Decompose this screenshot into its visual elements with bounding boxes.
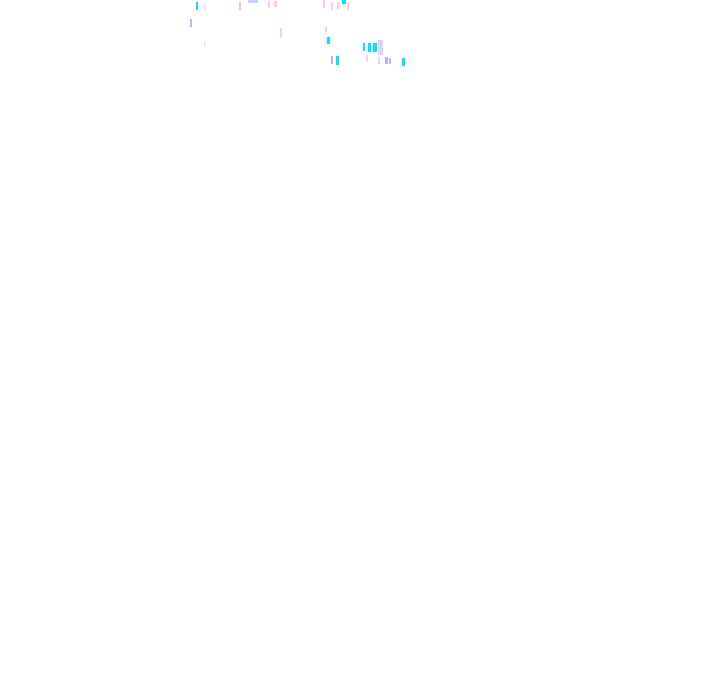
artifact-mark — [204, 4, 205, 10]
artifact-mark — [378, 40, 383, 55]
artifact-mark — [331, 56, 333, 64]
artifact-cluster-middle — [190, 19, 330, 46]
artifact-mark — [342, 0, 346, 4]
artifact-mark — [196, 2, 198, 10]
artifact-mark — [373, 43, 377, 52]
artifact-mark — [366, 55, 368, 62]
artifact-mark — [280, 28, 282, 38]
artifact-mark — [368, 43, 371, 52]
artifact-mark — [385, 57, 388, 64]
artifact-cluster-top — [196, 0, 349, 10]
artifact-mark — [268, 1, 270, 8]
artifact-mark — [402, 58, 405, 66]
artifact-cluster-bottom — [331, 40, 405, 66]
artifact-mark — [363, 43, 365, 51]
artifact-mark — [204, 41, 205, 46]
artifact-mark — [327, 37, 330, 44]
artifact-mark — [336, 56, 339, 65]
artifact-mark — [337, 2, 339, 9]
artifact-mark — [347, 2, 349, 10]
artifact-mark — [239, 2, 241, 10]
artifact-mark — [274, 1, 277, 7]
artifact-mark — [331, 2, 333, 10]
artifact-mark — [190, 19, 192, 27]
artifact-mark — [325, 27, 327, 32]
artifact-mark — [389, 58, 391, 64]
artifact-mark — [323, 0, 325, 8]
artifact-mark — [378, 57, 380, 64]
artifact-mark — [248, 0, 258, 3]
